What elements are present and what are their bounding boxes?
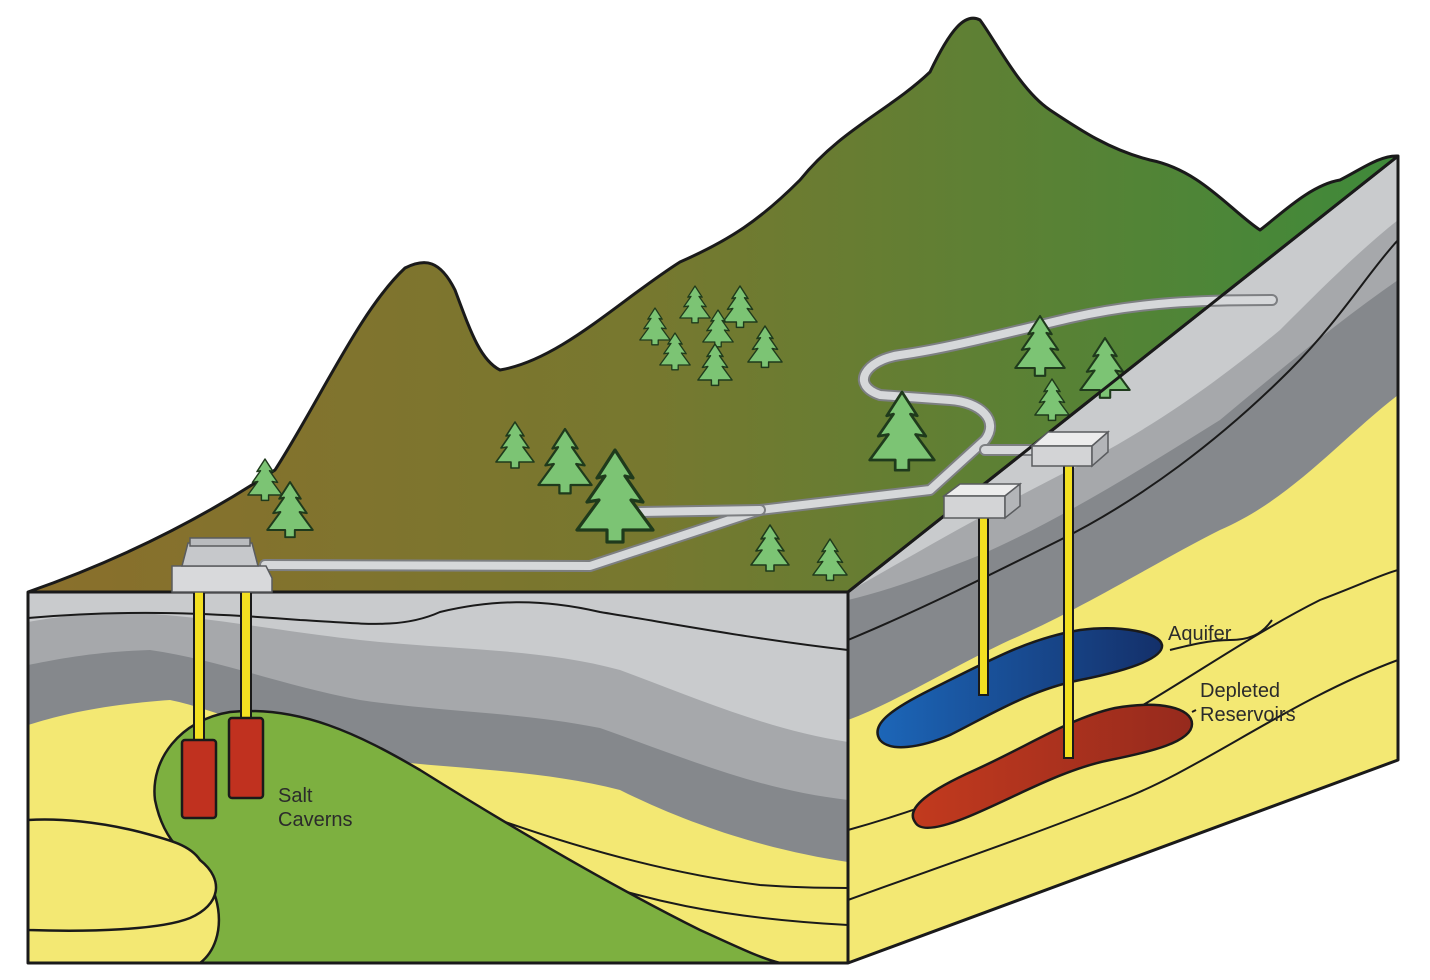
aquifer-leader-line — [1169, 619, 1273, 651]
salt-cavern — [227, 716, 265, 800]
pipeline-road — [259, 294, 1278, 572]
side-strata-line — [847, 239, 1399, 641]
mountain-terrain — [26, 16, 1400, 594]
well-pipe-icon — [193, 587, 205, 745]
aquifer — [876, 627, 1164, 749]
facility-icon — [171, 537, 273, 593]
salt-caverns-label-line: Caverns — [278, 809, 352, 831]
depleted-reservoirs-label-line: Depleted — [1200, 680, 1280, 702]
depleted-reservoirs-label-line: Reservoirs — [1200, 704, 1296, 726]
salt-caverns-label: Salt Caverns — [278, 785, 352, 831]
side-strata-line — [847, 659, 1399, 901]
salt-caverns-label-line: Salt — [278, 785, 313, 807]
facility-icon — [941, 482, 1023, 520]
salt-cavern — [180, 738, 218, 820]
well-pipe-icon — [240, 587, 252, 724]
facilities — [171, 430, 1110, 593]
depleted-reservoirs-label: Depleted Reservoirs — [1200, 680, 1296, 726]
well-pipe-icon — [1063, 459, 1074, 759]
salt-cavern-wells — [180, 587, 265, 820]
left-sand-lens — [26, 818, 218, 932]
depleted-reservoir — [911, 703, 1194, 830]
front-light-rock-layer — [28, 592, 848, 742]
well-pipe-icon — [978, 509, 989, 696]
front-cross-section — [26, 592, 849, 965]
front-strata-line — [27, 601, 849, 651]
aquifer-label: Aquifer — [1168, 623, 1232, 645]
facility-icon — [1030, 430, 1110, 468]
depleted-leader-line — [1191, 709, 1197, 713]
block-outline — [26, 154, 1400, 965]
